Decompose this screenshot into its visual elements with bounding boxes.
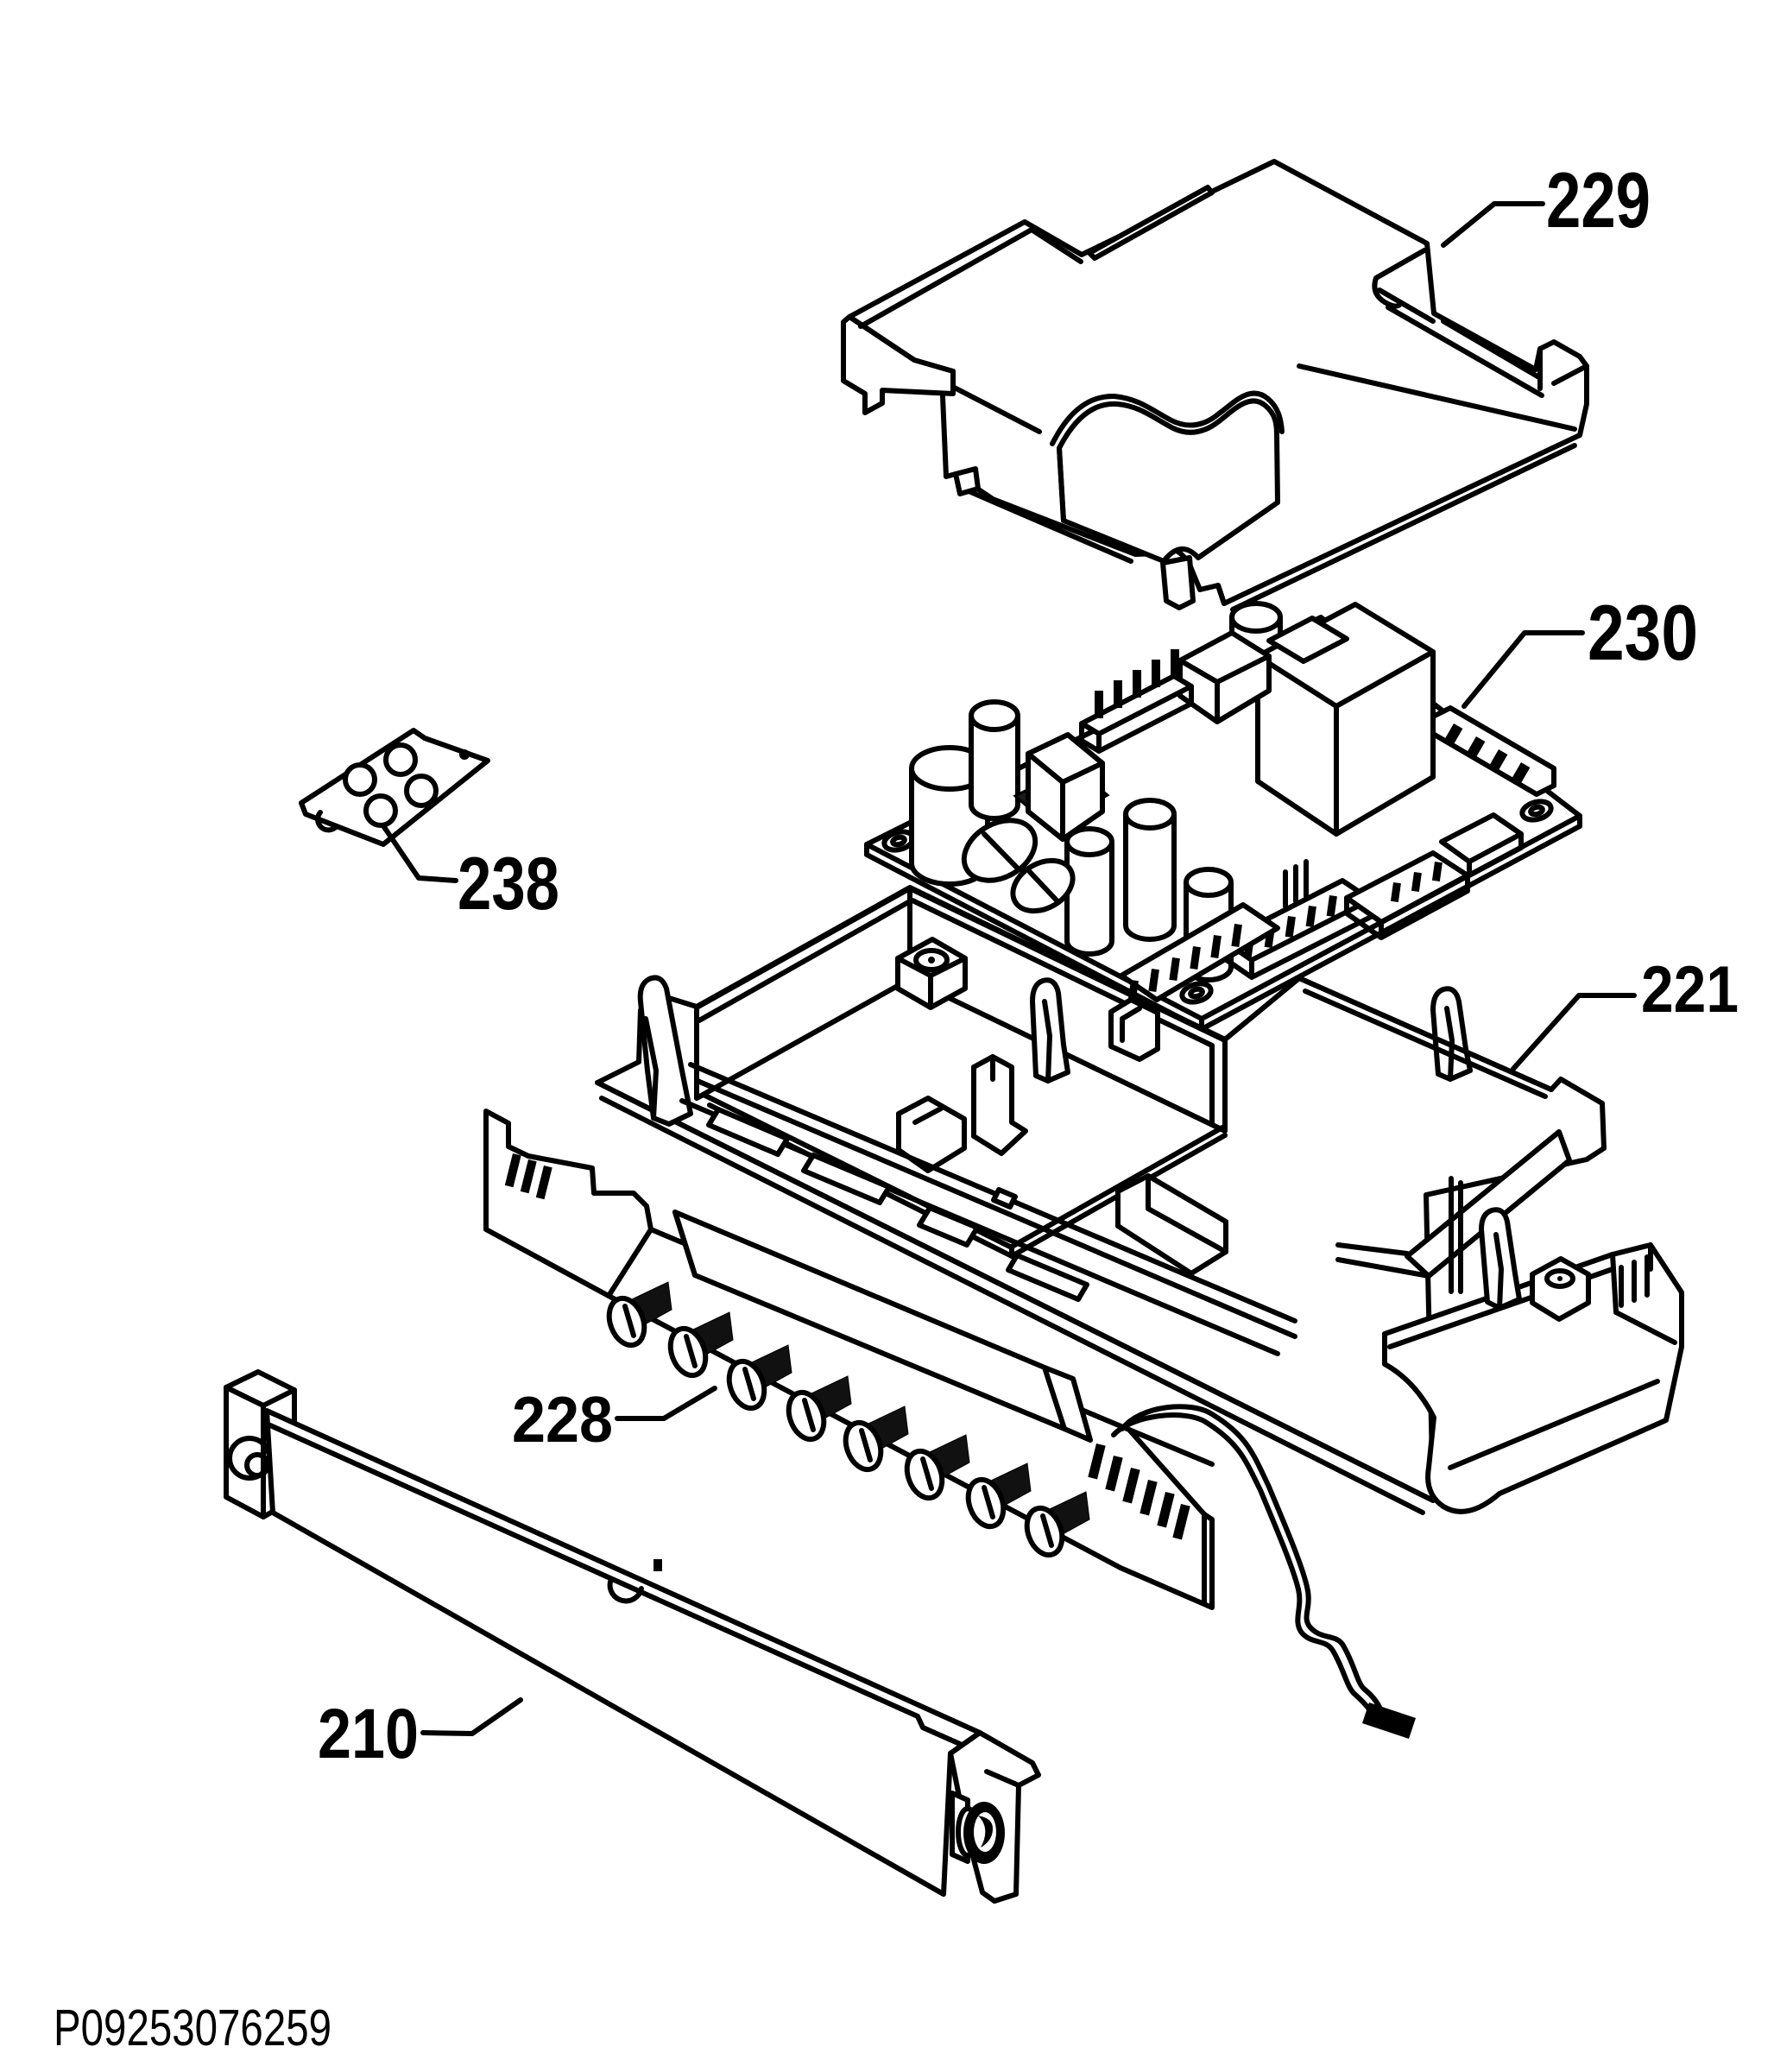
svg-text:210: 210	[318, 1695, 419, 1773]
svg-text:229: 229	[1546, 157, 1651, 244]
svg-text:238: 238	[458, 843, 559, 925]
svg-text:228: 228	[512, 1383, 613, 1456]
svg-text:P09253076259: P09253076259	[54, 1999, 331, 2056]
svg-text:221: 221	[1641, 953, 1739, 1027]
svg-text:230: 230	[1588, 590, 1698, 677]
